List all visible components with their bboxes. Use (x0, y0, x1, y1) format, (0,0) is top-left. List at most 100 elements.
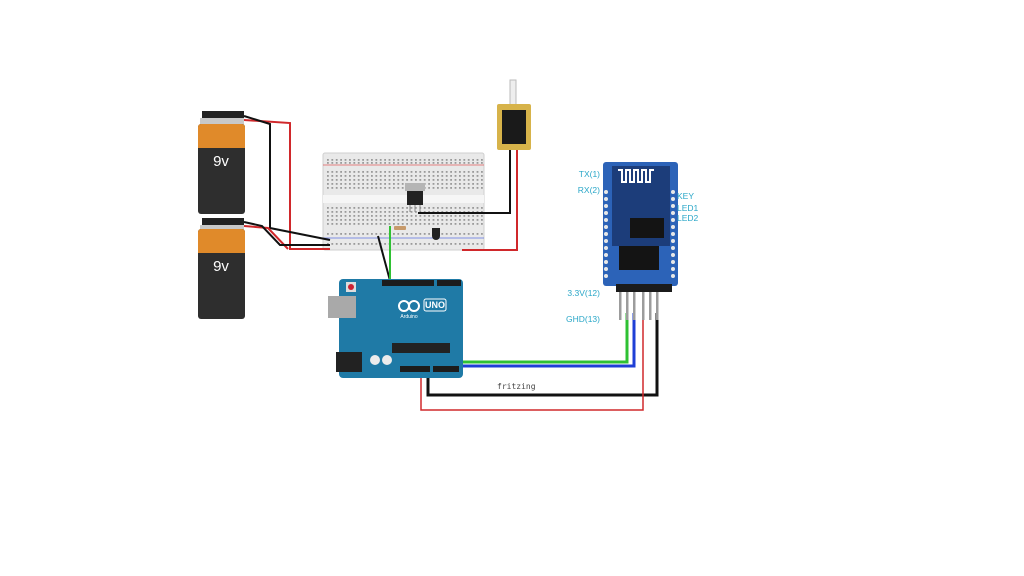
breadboard-hole (362, 233, 364, 235)
breadboard-hole (362, 162, 364, 164)
breadboard-hole (401, 219, 404, 221)
solenoid-plunger (509, 79, 517, 107)
breadboard-hole (344, 243, 347, 245)
bt-pad (604, 246, 608, 250)
breadboard-hole (415, 159, 417, 161)
breadboard-hole (353, 243, 356, 245)
breadboard-hole (481, 215, 483, 217)
breadboard-hole (428, 219, 430, 221)
breadboard-hole (454, 175, 457, 177)
bt-pad (604, 253, 608, 257)
breadboard-hole (463, 243, 466, 245)
breadboard-hole (366, 211, 369, 213)
breadboard-hole (379, 207, 382, 209)
reset-button (348, 284, 354, 290)
breadboard-hole (353, 219, 356, 221)
breadboard-hole (366, 179, 369, 181)
breadboard-hole (349, 162, 351, 164)
breadboard-hole (450, 243, 452, 245)
resistor (394, 226, 406, 230)
analog-header (433, 366, 459, 372)
breadboard-hole (344, 159, 347, 161)
breadboard-hole (401, 187, 404, 189)
breadboard-hole (401, 179, 404, 181)
breadboard-hole (349, 233, 351, 235)
breadboard-hole (410, 233, 413, 235)
breadboard-hole (428, 159, 430, 161)
breadboard-hole (401, 162, 404, 164)
breadboard-hole (481, 207, 483, 209)
breadboard-hole (476, 207, 479, 209)
breadboard-hole (463, 175, 466, 177)
breadboard-hole (371, 215, 373, 217)
breadboard-hole (340, 211, 342, 213)
bt-pad (671, 274, 675, 278)
wire-blue-rx (449, 288, 636, 368)
breadboard-hole (397, 207, 400, 209)
breadboard-hole (379, 179, 382, 181)
breadboard-hole (331, 187, 334, 189)
breadboard-hole (481, 211, 483, 213)
breadboard-hole (445, 219, 448, 221)
breadboard-hole (450, 207, 452, 209)
breadboard-hole (406, 159, 408, 161)
breadboard-hole (472, 223, 474, 225)
breadboard-hole (423, 179, 426, 181)
breadboard-hole (375, 171, 378, 173)
breadboard-hole (357, 219, 360, 221)
breadboard-hole (401, 215, 404, 217)
breadboard-hole (344, 171, 347, 173)
breadboard-hole (397, 219, 400, 221)
breadboard-hole (349, 183, 351, 185)
breadboard-hole (432, 183, 435, 185)
usb-port (328, 296, 356, 318)
breadboard-hole (335, 211, 338, 213)
breadboard-hole (437, 215, 439, 217)
breadboard-hole (437, 219, 439, 221)
wire-red-solenoid (462, 148, 518, 251)
breadboard-hole (375, 219, 378, 221)
breadboard-hole (437, 179, 439, 181)
breadboard-hole (472, 219, 474, 221)
breadboard-hole (450, 183, 452, 185)
breadboard-hole (445, 233, 448, 235)
breadboard-hole (454, 183, 457, 185)
breadboard-hole (419, 223, 422, 225)
breadboard-hole (371, 175, 373, 177)
breadboard-hole (437, 183, 439, 185)
breadboard-hole (335, 207, 338, 209)
transistor (432, 228, 440, 240)
breadboard-hole (454, 171, 457, 173)
breadboard-hole (335, 183, 338, 185)
breadboard-hole (393, 159, 395, 161)
breadboard-hole (384, 171, 386, 173)
breadboard-hole (437, 207, 439, 209)
breadboard-hole (467, 211, 470, 213)
breadboard-hole (415, 171, 417, 173)
bt-pad (604, 274, 608, 278)
breadboard-hole (463, 207, 466, 209)
breadboard-hole (437, 162, 439, 164)
breadboard-hole (476, 187, 479, 189)
breadboard-hole (362, 215, 364, 217)
breadboard-hole (410, 162, 413, 164)
breadboard-hole (340, 187, 342, 189)
bt-pad (604, 204, 608, 208)
breadboard-center-channel (323, 195, 484, 203)
pin-label-gnd: GHD(13) (566, 314, 600, 324)
breadboard-hole (467, 207, 470, 209)
breadboard-hole (401, 223, 404, 225)
breadboard-hole (331, 215, 334, 217)
breadboard-hole (432, 207, 435, 209)
breadboard-hole (467, 183, 470, 185)
breadboard-hole (366, 233, 369, 235)
power-jack (336, 352, 362, 372)
breadboard-hole (406, 162, 408, 164)
breadboard-hole (327, 207, 329, 209)
breadboard-hole (432, 243, 435, 245)
breadboard-hole (331, 207, 334, 209)
bt-pin-labels: TX(1) RX(2) 3.3V(12) GHD(13) KEY LED1 LE… (566, 169, 699, 324)
bt-pad (671, 260, 675, 264)
battery-cap (198, 124, 245, 148)
digital-header (382, 280, 434, 286)
